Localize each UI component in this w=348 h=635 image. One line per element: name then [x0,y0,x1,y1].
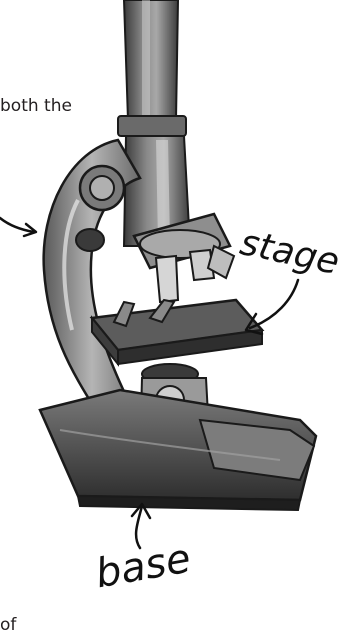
base-label: base [92,535,194,597]
arm [44,140,140,410]
arm-pointer-arrow [0,218,36,236]
base [40,390,316,510]
eyepiece-tube [118,0,186,136]
stage-platform [92,300,262,364]
stage-pointer-arrow [246,280,298,334]
stage-label: stage [237,222,343,283]
